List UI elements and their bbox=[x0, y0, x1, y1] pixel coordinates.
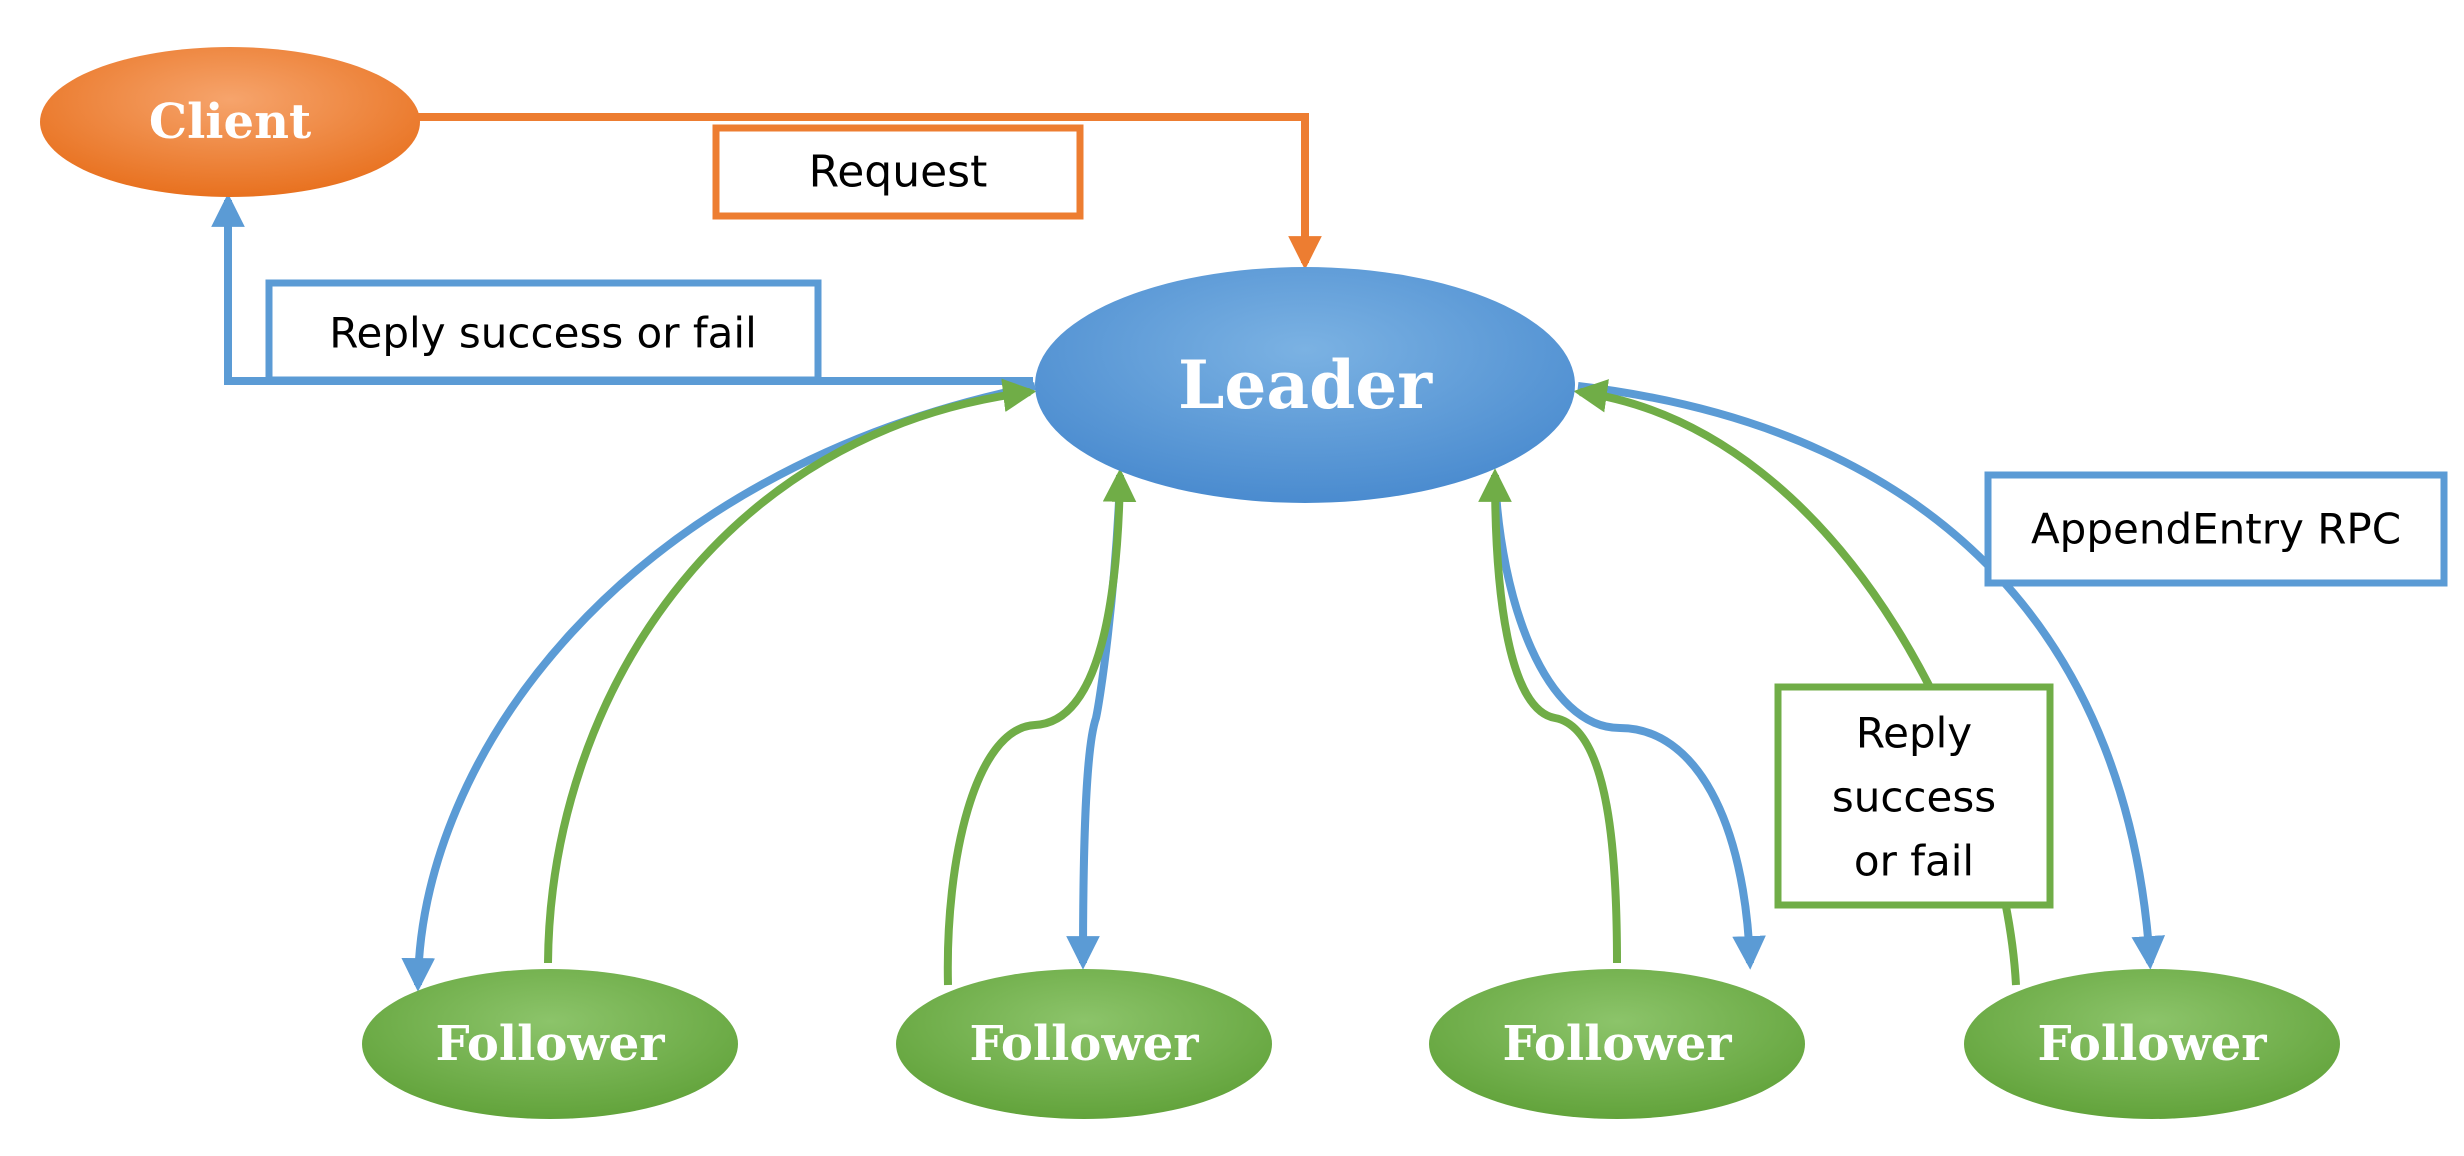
leader-label: Leader bbox=[1178, 346, 1433, 424]
append-entry-label: AppendEntry RPC bbox=[2031, 505, 2401, 554]
reply-arrow-follower-3 bbox=[1478, 468, 1621, 964]
follower-label-3: Follower bbox=[1502, 1016, 1732, 1072]
reply-client-label: Reply success or fail bbox=[329, 309, 757, 358]
follower-label-1: Follower bbox=[435, 1016, 665, 1072]
request-label-box: Request bbox=[712, 124, 1084, 220]
client-node: Client bbox=[40, 47, 420, 197]
reply-client-label-box: Reply success or fail bbox=[265, 279, 822, 384]
reply-arrow-follower-1 bbox=[544, 378, 1037, 964]
reply-follower-label-box: Reply success or fail bbox=[1774, 683, 2054, 909]
follower-node-4: Follower bbox=[1964, 969, 2340, 1119]
reply-arrow-follower-2 bbox=[943, 468, 1137, 986]
follower-label-4: Follower bbox=[2037, 1016, 2267, 1072]
leader-node: Leader bbox=[1035, 267, 1575, 503]
rpc-arrow-follower-1 bbox=[401, 382, 1036, 992]
append-entry-label-box: AppendEntry RPC bbox=[1984, 471, 2448, 587]
follower-node-2: Follower bbox=[896, 969, 1272, 1119]
request-label: Request bbox=[809, 147, 988, 198]
reply-follower-label-line-1: Reply bbox=[1856, 709, 1972, 758]
reply-follower-label-line-2: success bbox=[1832, 773, 1996, 822]
reply-follower-label-line-3: or fail bbox=[1854, 837, 1974, 886]
follower-label-2: Follower bbox=[969, 1016, 1199, 1072]
rpc-arrow-follower-3 bbox=[1491, 474, 1766, 970]
request-arrow bbox=[415, 113, 1322, 270]
follower-node-3: Follower bbox=[1429, 969, 1805, 1119]
follower-node-1: Follower bbox=[362, 969, 738, 1119]
client-label: Client bbox=[149, 94, 311, 150]
